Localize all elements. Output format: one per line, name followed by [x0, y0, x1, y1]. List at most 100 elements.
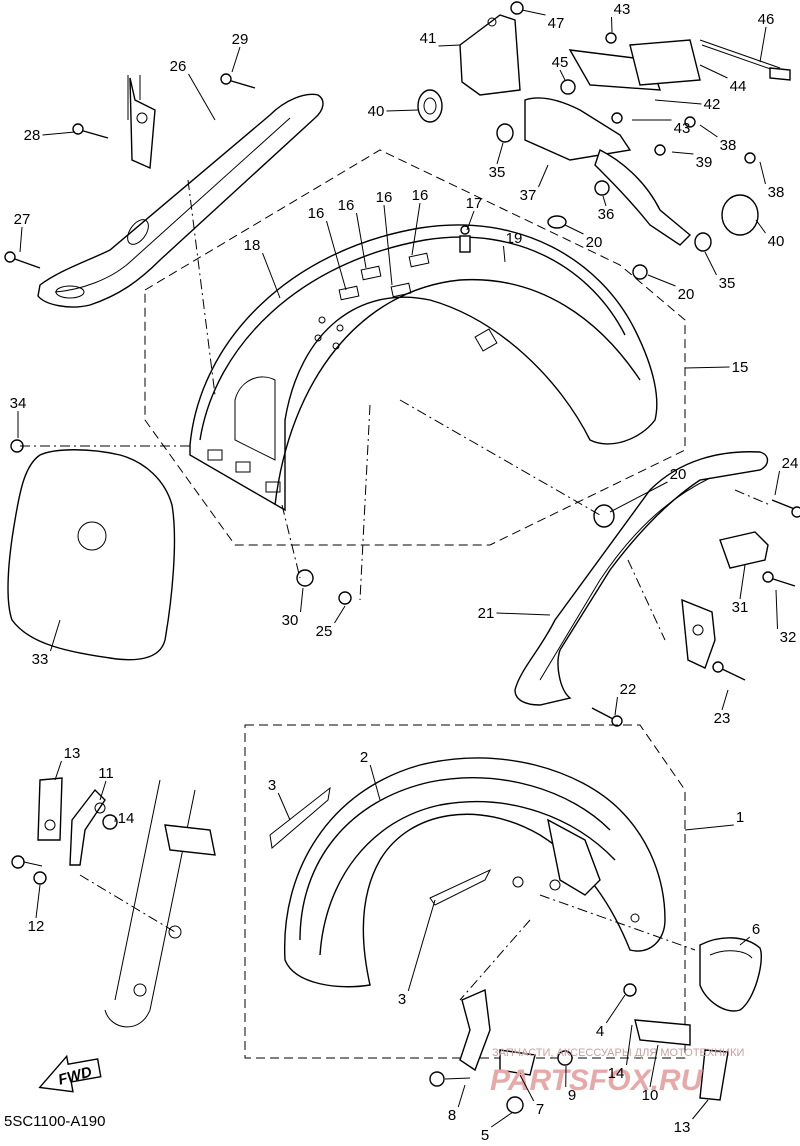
- callout-c17[interactable]: 17: [466, 195, 483, 212]
- callout-leader-c3b: [408, 900, 435, 991]
- callout-leader-c27: [20, 227, 22, 252]
- callout-leader-c20b: [648, 275, 676, 286]
- callout-c6[interactable]: 6: [752, 921, 760, 938]
- callout-c23[interactable]: 23: [714, 710, 731, 727]
- callout-c18[interactable]: 18: [244, 237, 261, 254]
- callout-leader-c15: [685, 367, 730, 368]
- callout-c5[interactable]: 5: [481, 1127, 489, 1141]
- front-fender[interactable]: [270, 758, 665, 987]
- callout-leader-c4: [606, 995, 625, 1023]
- callout-c16d[interactable]: 16: [412, 187, 429, 204]
- callout-leader-c31: [740, 565, 745, 599]
- callout-c1[interactable]: 1: [736, 809, 744, 826]
- callout-c30[interactable]: 30: [282, 612, 299, 629]
- callout-c42[interactable]: 42: [704, 96, 721, 113]
- callout-leader-c35b: [705, 252, 717, 275]
- callout-c32[interactable]: 32: [780, 629, 797, 646]
- callout-leader-c47: [522, 10, 546, 15]
- callout-c9[interactable]: 9: [568, 1087, 576, 1104]
- callout-c27[interactable]: 27: [14, 211, 31, 228]
- callout-c16a[interactable]: 16: [308, 205, 325, 222]
- callout-leader-c42: [655, 100, 702, 104]
- callout-c29[interactable]: 29: [232, 31, 249, 48]
- callout-c47[interactable]: 47: [548, 15, 565, 32]
- callout-leader-c38b: [760, 162, 766, 184]
- callout-c20c[interactable]: 20: [670, 466, 687, 483]
- callout-c21[interactable]: 21: [478, 605, 495, 622]
- watermark-line2: PARTSFOX.RU: [490, 1064, 704, 1097]
- callout-c40b[interactable]: 40: [768, 233, 785, 250]
- callout-c28[interactable]: 28: [24, 127, 41, 144]
- callout-c12[interactable]: 12: [28, 918, 45, 935]
- callout-c7[interactable]: 7: [536, 1101, 544, 1118]
- callout-c36[interactable]: 36: [598, 206, 615, 223]
- callout-c16c[interactable]: 16: [376, 189, 393, 206]
- callout-c38b[interactable]: 38: [768, 184, 785, 201]
- callout-c35b[interactable]: 35: [719, 275, 736, 292]
- side-cover[interactable]: [8, 450, 174, 660]
- callout-c33[interactable]: 33: [32, 651, 49, 668]
- callout-c20a[interactable]: 20: [586, 234, 603, 251]
- callout-c13a[interactable]: 13: [64, 745, 81, 762]
- callout-c13b[interactable]: 13: [674, 1119, 691, 1136]
- callout-c14b[interactable]: 14: [608, 1065, 625, 1082]
- callout-leader-c29: [232, 47, 240, 72]
- callout-c4[interactable]: 4: [596, 1023, 604, 1040]
- callout-leader-c25: [335, 606, 346, 623]
- callout-leader-c8: [458, 1085, 465, 1107]
- callout-c40a[interactable]: 40: [368, 103, 385, 120]
- callout-leader-c45: [560, 70, 565, 80]
- callout-c25[interactable]: 25: [316, 623, 333, 640]
- callout-leader-c22: [615, 697, 618, 715]
- callout-c41[interactable]: 41: [420, 30, 437, 47]
- callout-leader-c13a: [55, 761, 62, 780]
- callout-leader-c18: [263, 253, 281, 298]
- callout-c37[interactable]: 37: [520, 187, 537, 204]
- callout-leader-c3a: [278, 793, 290, 820]
- right-side-rail[interactable]: [515, 452, 768, 705]
- callout-c26[interactable]: 26: [170, 58, 187, 75]
- callout-c35a[interactable]: 35: [489, 164, 506, 181]
- callout-c16b[interactable]: 16: [338, 197, 355, 214]
- callout-leader-c24: [775, 471, 780, 495]
- callout-c2[interactable]: 2: [360, 749, 368, 766]
- callout-leader-c38a: [700, 125, 718, 137]
- callout-c11[interactable]: 11: [98, 765, 114, 782]
- callout-c3a[interactable]: 3: [268, 777, 276, 794]
- left-side-rail[interactable]: [38, 75, 323, 307]
- callout-c22[interactable]: 22: [620, 681, 637, 698]
- callout-leader-c43a: [612, 17, 613, 32]
- callout-c3b[interactable]: 3: [398, 991, 406, 1008]
- callout-c10[interactable]: 10: [642, 1087, 659, 1104]
- callout-c43b[interactable]: 43: [674, 120, 691, 137]
- callout-c8[interactable]: 8: [448, 1107, 456, 1124]
- callout-leader-c41: [439, 45, 461, 46]
- callout-leader-c37: [539, 165, 549, 187]
- callout-c39[interactable]: 39: [696, 154, 713, 171]
- callout-c14a[interactable]: 14: [118, 810, 135, 827]
- callout-leader-c30: [301, 588, 304, 612]
- rear-fender[interactable]: [190, 225, 657, 510]
- forward-direction-arrow: FWD: [35, 1051, 102, 1097]
- callout-c44[interactable]: 44: [730, 78, 747, 95]
- callout-leader-c39: [672, 152, 694, 154]
- callout-leader-c40a: [387, 110, 419, 111]
- callout-leader-c26: [189, 74, 216, 120]
- callout-c19[interactable]: 19: [506, 230, 523, 247]
- callout-leader-c32: [776, 590, 778, 629]
- callout-c45[interactable]: 45: [552, 54, 569, 71]
- callout-leader-c46: [760, 27, 766, 62]
- callout-c43a[interactable]: 43: [614, 1, 631, 18]
- callout-leader-c12: [36, 885, 40, 918]
- callout-c24[interactable]: 24: [782, 455, 799, 472]
- callout-c46[interactable]: 46: [758, 11, 775, 28]
- callout-c38a[interactable]: 38: [720, 137, 737, 154]
- part-code: 5SC1100-A190: [4, 1113, 105, 1130]
- callout-c20b[interactable]: 20: [678, 286, 695, 303]
- callout-leader-c36: [603, 196, 606, 206]
- callout-c31[interactable]: 31: [732, 599, 749, 616]
- callout-c15[interactable]: 15: [732, 359, 749, 376]
- callout-c34[interactable]: 34: [10, 395, 27, 412]
- watermark-line1: ЗАПЧАСТИ, АКСЕССУАРЫ ДЛЯ МОТОТЕХНИКИ: [492, 1047, 744, 1059]
- callout-leader-c13b: [693, 1100, 709, 1119]
